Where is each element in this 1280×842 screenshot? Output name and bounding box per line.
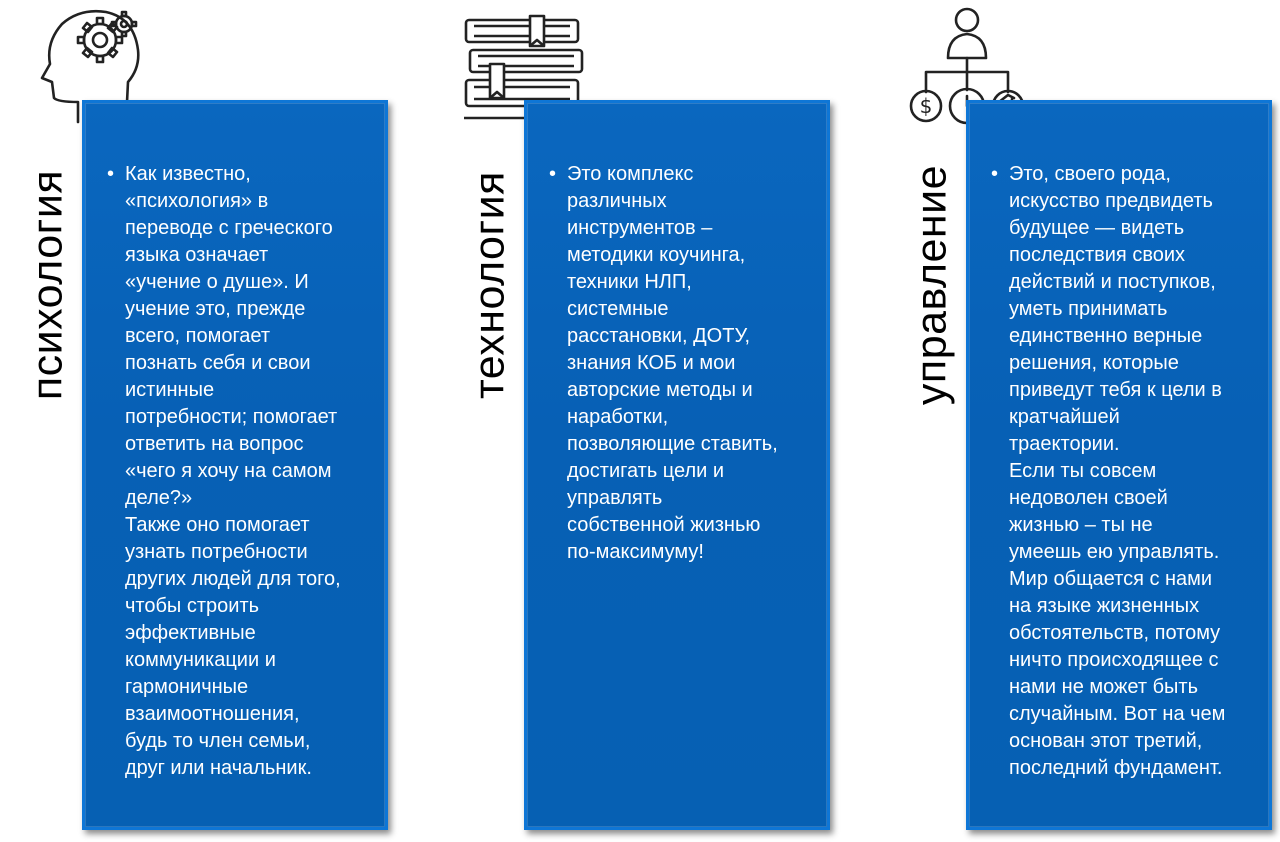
bullet-icon: •: [991, 163, 999, 185]
card-paragraph: Это, своего рода, искусство предвидеть б…: [1009, 163, 1226, 779]
head-gears-icon: [18, 2, 148, 130]
column-technology: технология • Это комплекс различных инст…: [442, 0, 872, 842]
bullet-icon: •: [549, 163, 557, 185]
bullet-icon: •: [107, 163, 115, 185]
column-psychology: психология • Как известно, «психология» …: [0, 0, 430, 842]
card-paragraph: Как известно, «психология» в переводе с …: [125, 163, 341, 779]
svg-text:$: $: [920, 94, 933, 118]
info-card: • Это комплекс различных инструментов – …: [524, 100, 830, 830]
column-title: управление: [907, 164, 956, 406]
info-card: • Как известно, «психология» в переводе …: [82, 100, 388, 830]
column-title: технология: [465, 171, 514, 399]
card-paragraph: Это комплекс различных инструментов – ме…: [567, 163, 778, 563]
card-text: • Это, своего рода, искусство предвидеть…: [987, 161, 1259, 782]
card-text: • Это комплекс различных инструментов – …: [545, 161, 817, 566]
column-title: психология: [23, 169, 72, 401]
column-management: $ управление • Это, своего рода, искусст…: [884, 0, 1280, 842]
info-card: • Это, своего рода, искусство предвидеть…: [966, 100, 1272, 830]
card-text: • Как известно, «психология» в переводе …: [103, 161, 375, 782]
